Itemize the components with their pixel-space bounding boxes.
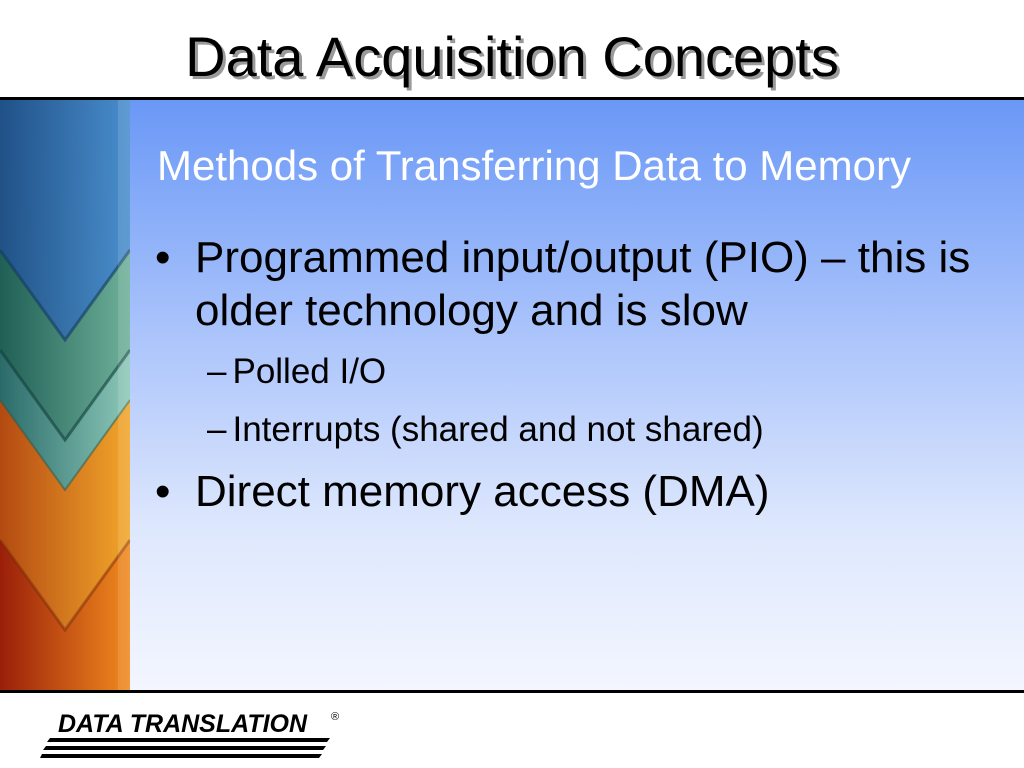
logo-text: DATA TRANSLATION bbox=[58, 710, 308, 738]
sub-bullet-marker: – bbox=[207, 352, 227, 391]
side-decoration bbox=[0, 100, 130, 690]
bullet-marker: • bbox=[155, 467, 171, 516]
company-logo: DATA TRANSLATION ® bbox=[40, 709, 350, 758]
sub-bullet-text: Interrupts (shared and not shared) bbox=[232, 410, 764, 449]
sub-bullet-item: –Interrupts (shared and not shared) bbox=[207, 409, 764, 451]
speed-lines-icon bbox=[40, 738, 330, 758]
sub-bullet-item: –Polled I/O bbox=[207, 351, 386, 393]
slide-title: Data Acquisition Concepts bbox=[185, 25, 839, 88]
bullet-item: • Direct memory access (DMA) bbox=[155, 465, 1015, 518]
bullet-item: • Programmed input/output (PIO) – this i… bbox=[155, 231, 1015, 337]
bullet-marker: • bbox=[155, 233, 171, 282]
chevron-stripes-icon bbox=[0, 100, 130, 690]
sub-bullet-text: Polled I/O bbox=[232, 352, 387, 391]
footer-bar: DATA TRANSLATION ® bbox=[0, 690, 1024, 768]
bullet-text: Programmed input/output (PIO) – this is … bbox=[195, 233, 971, 335]
bullet-text: Direct memory access (DMA) bbox=[195, 467, 770, 516]
slide-subtitle: Methods of Transferring Data to Memory bbox=[157, 142, 911, 189]
content-area: Methods of Transferring Data to Memory •… bbox=[130, 100, 1024, 690]
registered-mark: ® bbox=[331, 711, 340, 723]
title-bar: Data Acquisition Concepts bbox=[0, 0, 1024, 100]
sub-bullet-marker: – bbox=[207, 410, 227, 449]
